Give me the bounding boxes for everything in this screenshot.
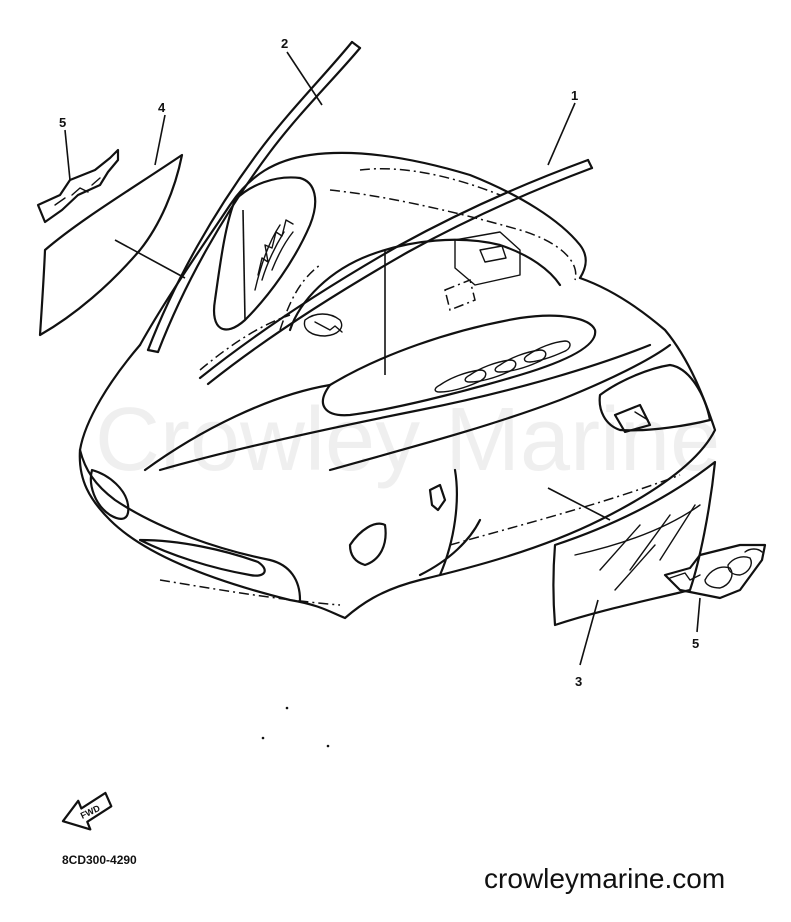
callout-3: 3 (575, 674, 582, 689)
hood-cowling (78, 151, 717, 620)
forward-arrow-icon: FWD (61, 791, 113, 831)
part-5-emblem-upper (36, 148, 120, 224)
speck (326, 744, 330, 748)
part-5-model-badge (663, 543, 767, 600)
part-code: 8CD300-4290 (62, 853, 137, 867)
callout-5-upper: 5 (59, 115, 66, 130)
speck (261, 736, 265, 740)
vent-slots (434, 340, 571, 393)
leader-lines (64, 51, 701, 666)
forward-arrow-label: FWD (79, 803, 102, 821)
part-4-side-decal (38, 153, 184, 337)
part-1-trim-strip (198, 158, 594, 386)
callout-1: 1 (571, 88, 578, 103)
speck (285, 706, 289, 710)
callout-5-lower: 5 (692, 636, 699, 651)
watermark-text: Crowley Marine (95, 390, 720, 490)
callout-2: 2 (281, 36, 288, 51)
part-2-trim-strip (146, 40, 362, 354)
site-url: crowleymarine.com (484, 863, 725, 894)
callout-4: 4 (158, 100, 166, 115)
